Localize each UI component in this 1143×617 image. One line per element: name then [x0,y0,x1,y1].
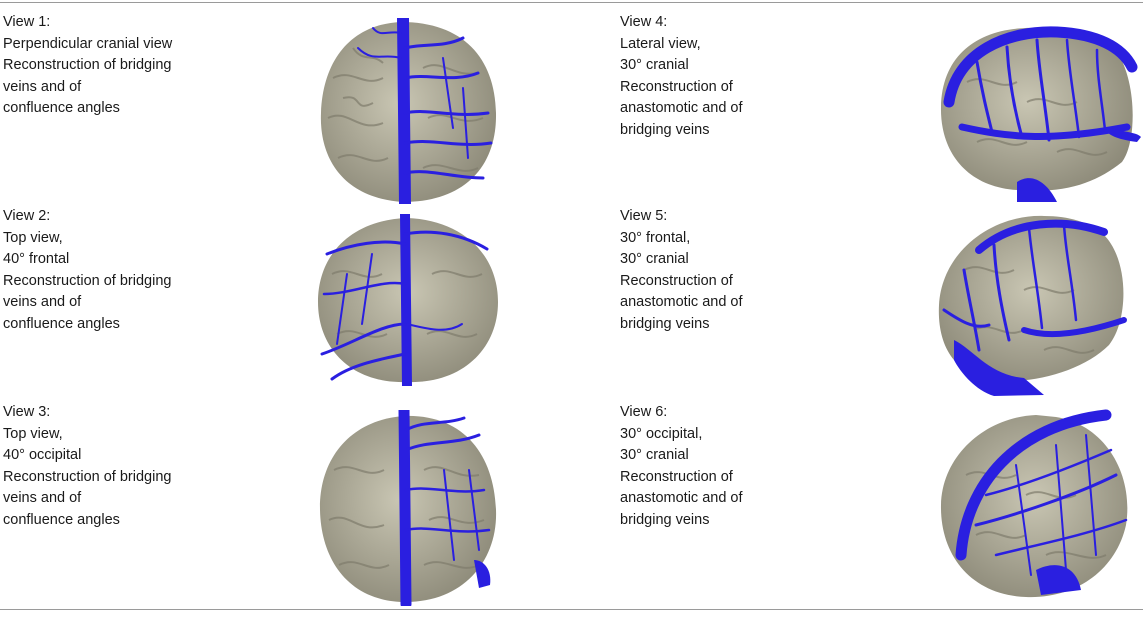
caption-line: confluence angles [3,315,120,332]
caption-line: veins and of [3,490,82,506]
brain-image-view-3 [314,410,502,606]
caption-view-3: View 3: Top view, 40° occipital Reconstr… [3,402,171,531]
caption-view-1: View 1: Perpendicular cranial view Recon… [3,12,172,120]
caption-view-4: View 4: Lateral view, 30° cranial Recons… [620,12,743,141]
caption-title: View 5: [620,208,668,224]
caption-line: bridging veins [620,121,710,138]
caption-title: View 6: [620,404,668,420]
brain-image-view-5 [934,210,1130,400]
caption-line: confluence angles [3,511,120,528]
caption-line: Reconstruction of [620,78,733,95]
caption-line: Reconstruction of [620,468,733,485]
caption-line: veins and of [3,78,82,95]
caption-line: 40° occipital [3,447,82,463]
caption-title: View 4: [620,14,668,30]
caption-line: anastomotic and of [620,294,743,310]
table-top-rule [0,2,1143,3]
caption-line: Top view, [3,229,63,246]
caption-line: 30° cranial [620,251,689,267]
caption-title: View 3: [3,404,51,420]
caption-line: bridging veins [620,315,710,332]
caption-line: Lateral view, [620,35,701,52]
caption-line: Reconstruction of [620,272,733,289]
caption-title: View 1: [3,14,51,30]
caption-line: confluence angles [3,100,120,116]
brain-image-view-4 [937,22,1141,204]
caption-line: 30° cranial [620,57,689,73]
caption-line: anastomotic and of [620,100,743,116]
caption-line: Perpendicular cranial view [3,35,173,52]
caption-line: Reconstruction of bridging [3,57,172,73]
brain-image-view-1 [313,18,501,204]
table-bottom-rule [0,609,1143,610]
caption-view-5: View 5: 30° frontal, 30° cranial Reconst… [620,206,743,335]
caption-line: bridging veins [620,511,710,528]
caption-line: 30° occipital, [620,425,703,442]
caption-line: Reconstruction of bridging [3,468,172,485]
caption-line: 30° frontal, [620,229,691,246]
caption-line: anastomotic and of [620,490,743,506]
caption-line: 30° cranial [620,447,689,463]
caption-view-6: View 6: 30° occipital, 30° cranial Recon… [620,402,743,531]
brain-image-view-2 [312,214,502,386]
caption-line: veins and of [3,294,82,310]
caption-title: View 2: [3,208,51,224]
caption-view-2: View 2: Top view, 40° frontal Reconstruc… [3,206,171,335]
caption-line: Reconstruction of bridging [3,272,172,289]
caption-line: Top view, [3,425,63,442]
brain-image-view-6 [936,405,1136,605]
caption-line: 40° frontal [3,251,70,267]
